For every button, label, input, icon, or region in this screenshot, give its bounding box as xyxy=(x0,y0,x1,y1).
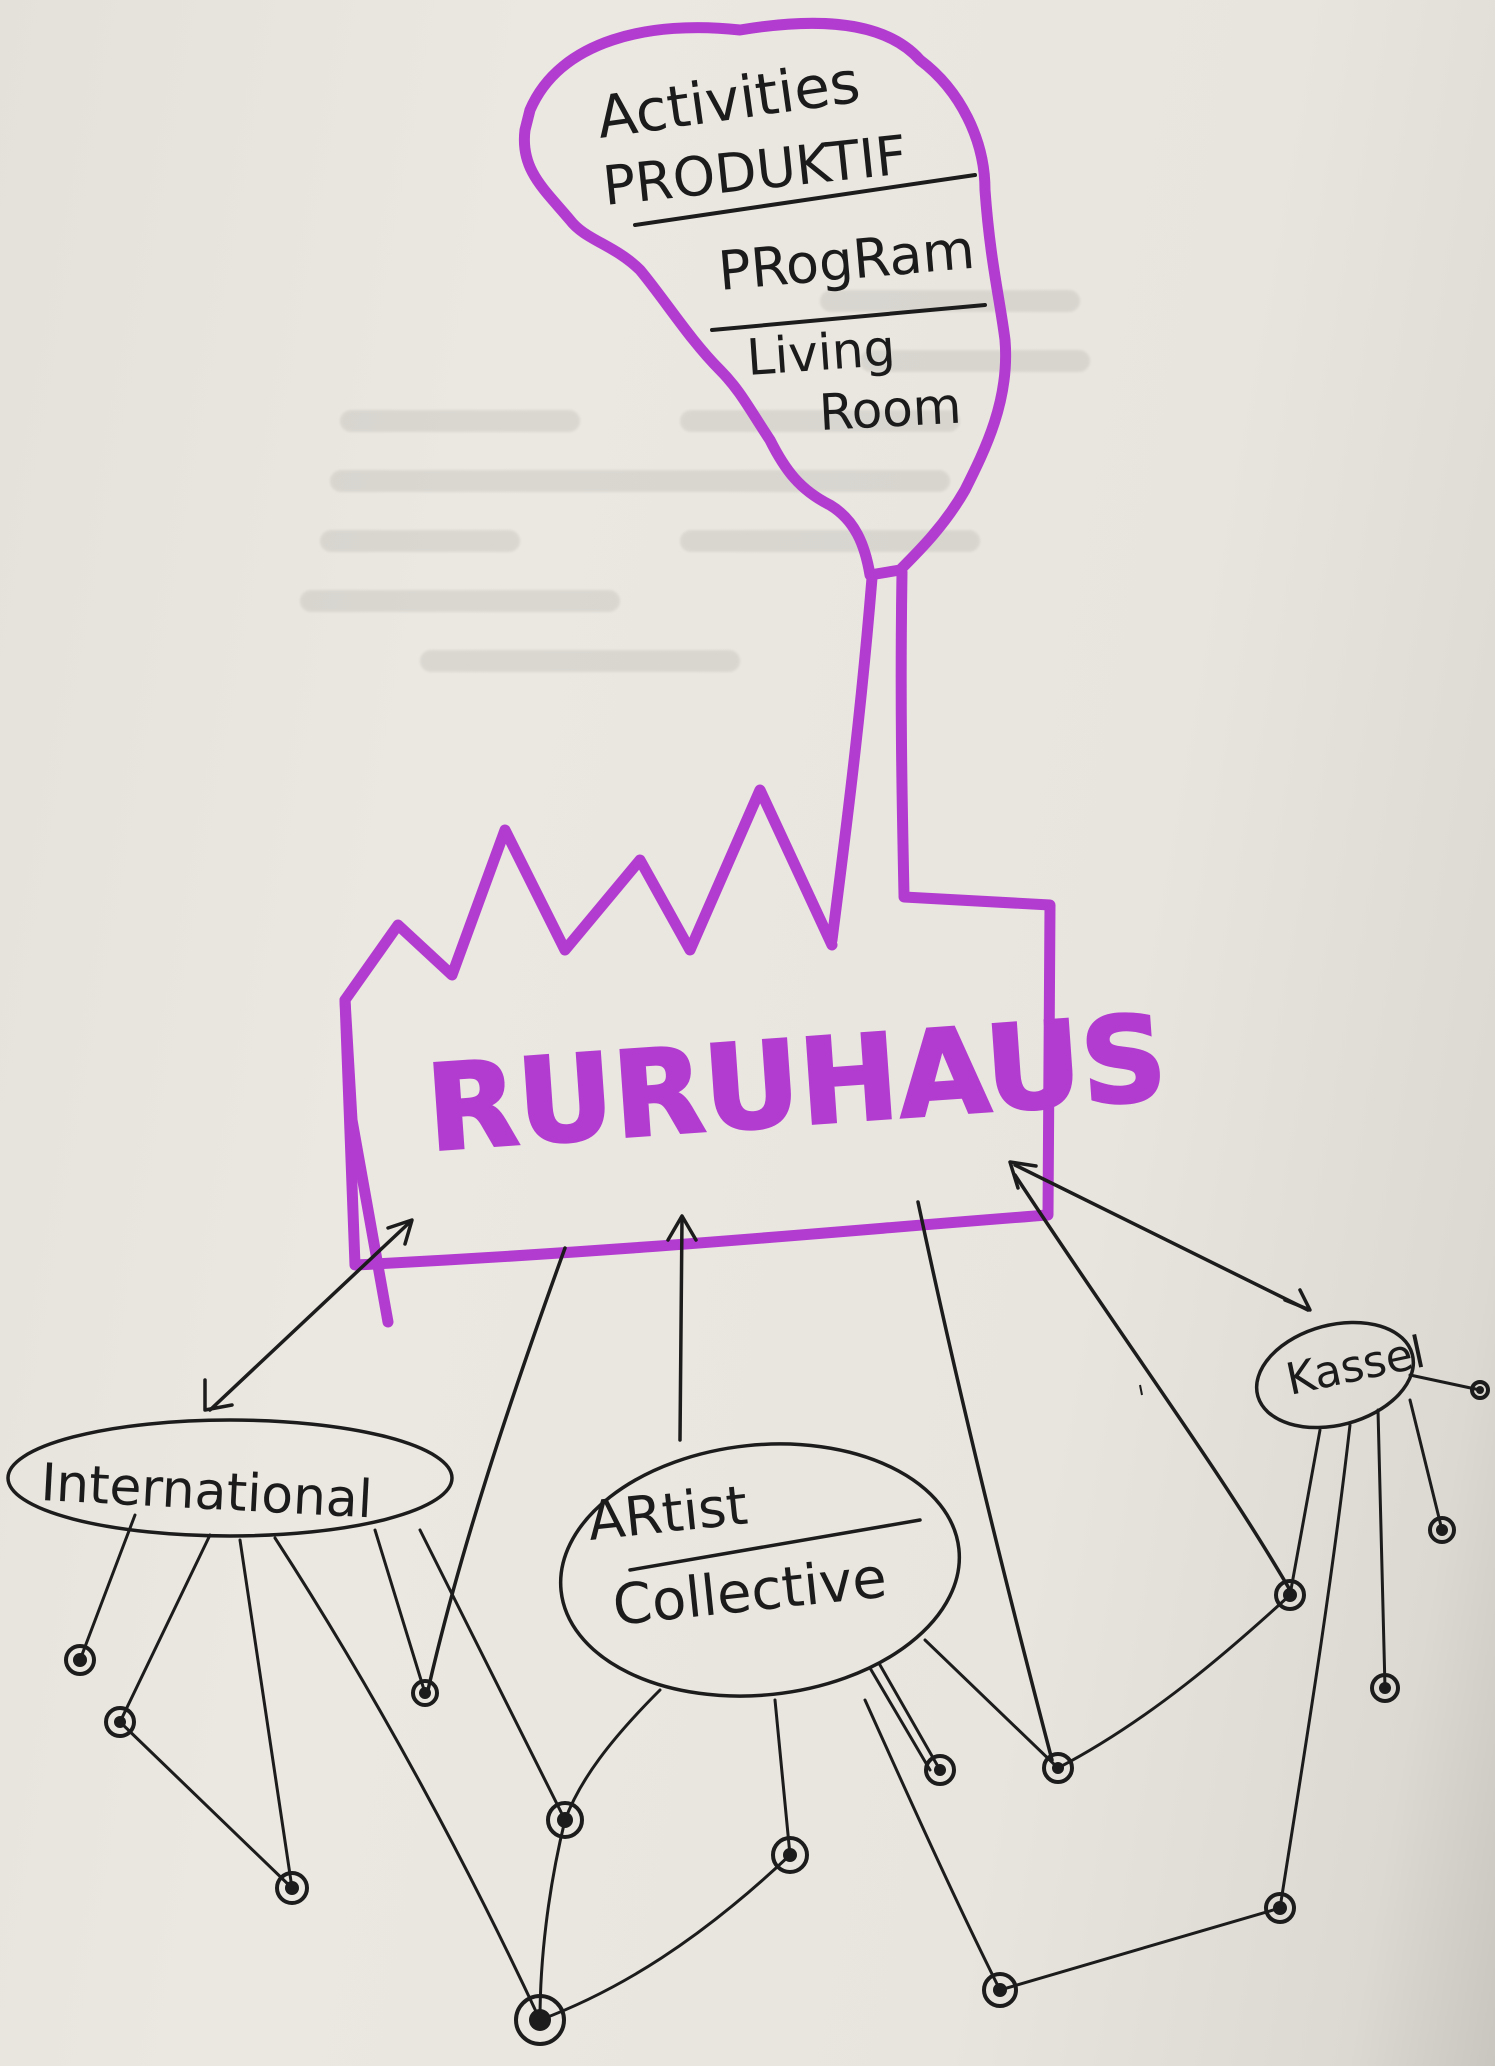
dot-node xyxy=(982,1972,1018,2008)
link xyxy=(273,1536,542,2022)
link xyxy=(78,1513,137,1662)
link xyxy=(923,1638,1060,1770)
dot-node xyxy=(1428,1516,1456,1544)
node-collective-label: Collective xyxy=(610,1546,890,1639)
dot-node xyxy=(771,1836,809,1874)
network-dots xyxy=(64,1380,1490,2046)
arrowhead-kassel-down xyxy=(1283,1288,1312,1312)
pen-tick xyxy=(1139,1384,1143,1396)
link xyxy=(1288,1428,1322,1597)
dot-node xyxy=(64,1644,96,1676)
activities-cloud xyxy=(518,17,1012,581)
link-building-dot-right xyxy=(916,1200,1054,1762)
link xyxy=(998,1906,1282,1992)
chimney-right xyxy=(895,566,910,901)
link xyxy=(1408,1373,1482,1392)
cloud-label-living: Living xyxy=(745,319,897,387)
link xyxy=(868,1666,932,1772)
link xyxy=(863,1698,1002,1992)
building-label-ruruhaus: RURUHAUS xyxy=(422,989,1170,1178)
link-building-dot-left xyxy=(426,1246,567,1692)
link-building-dot-kassel xyxy=(1013,1173,1292,1592)
arrow-international-building xyxy=(208,1220,412,1412)
link xyxy=(118,1720,294,1890)
dot-node xyxy=(546,1801,584,1839)
network-links xyxy=(78,1373,1482,2022)
dot-node xyxy=(1470,1380,1490,1400)
arrowhead-artist-up xyxy=(666,1214,698,1242)
link xyxy=(1376,1408,1387,1690)
link xyxy=(373,1528,427,1695)
cloud-divider-2 xyxy=(710,303,987,332)
node-artist-collective xyxy=(558,1442,962,1698)
link xyxy=(538,1853,792,2022)
dot-node xyxy=(1264,1892,1296,1924)
link xyxy=(418,1528,567,1822)
link xyxy=(538,1818,567,2022)
arrowhead-kassel-up xyxy=(1008,1160,1038,1190)
node-kassel xyxy=(1254,1320,1416,1430)
chimney-left xyxy=(826,572,878,946)
dot-node xyxy=(411,1679,439,1707)
link xyxy=(1408,1398,1444,1532)
link xyxy=(1278,1423,1352,1910)
node-artist-label: ARtist xyxy=(585,1474,751,1553)
node-international xyxy=(6,1418,454,1538)
link xyxy=(238,1538,294,1890)
cloud-label-room: Room xyxy=(818,377,963,442)
dot-node xyxy=(1042,1752,1074,1784)
arrow-artist-building xyxy=(678,1216,684,1442)
link xyxy=(118,1533,212,1724)
dot-node xyxy=(275,1871,309,1905)
link xyxy=(878,1663,942,1772)
dot-node xyxy=(1274,1579,1306,1611)
link xyxy=(563,1688,662,1822)
arrowhead-international-up xyxy=(386,1218,414,1246)
node-kassel-label: Kassel xyxy=(1282,1327,1430,1406)
dot-node xyxy=(924,1754,956,1786)
arrow-kassel-building xyxy=(1013,1163,1310,1312)
arrowhead-international-down xyxy=(203,1378,234,1412)
cloud-label-program: PRogRam xyxy=(716,218,978,303)
node-international-label: International xyxy=(39,1453,374,1530)
link xyxy=(773,1698,792,1857)
dot-node xyxy=(104,1706,136,1738)
ruruhaus-building xyxy=(339,784,1056,1271)
artist-divider xyxy=(628,1518,922,1572)
link xyxy=(1056,1593,1292,1770)
cloud-divider-1 xyxy=(633,173,977,227)
